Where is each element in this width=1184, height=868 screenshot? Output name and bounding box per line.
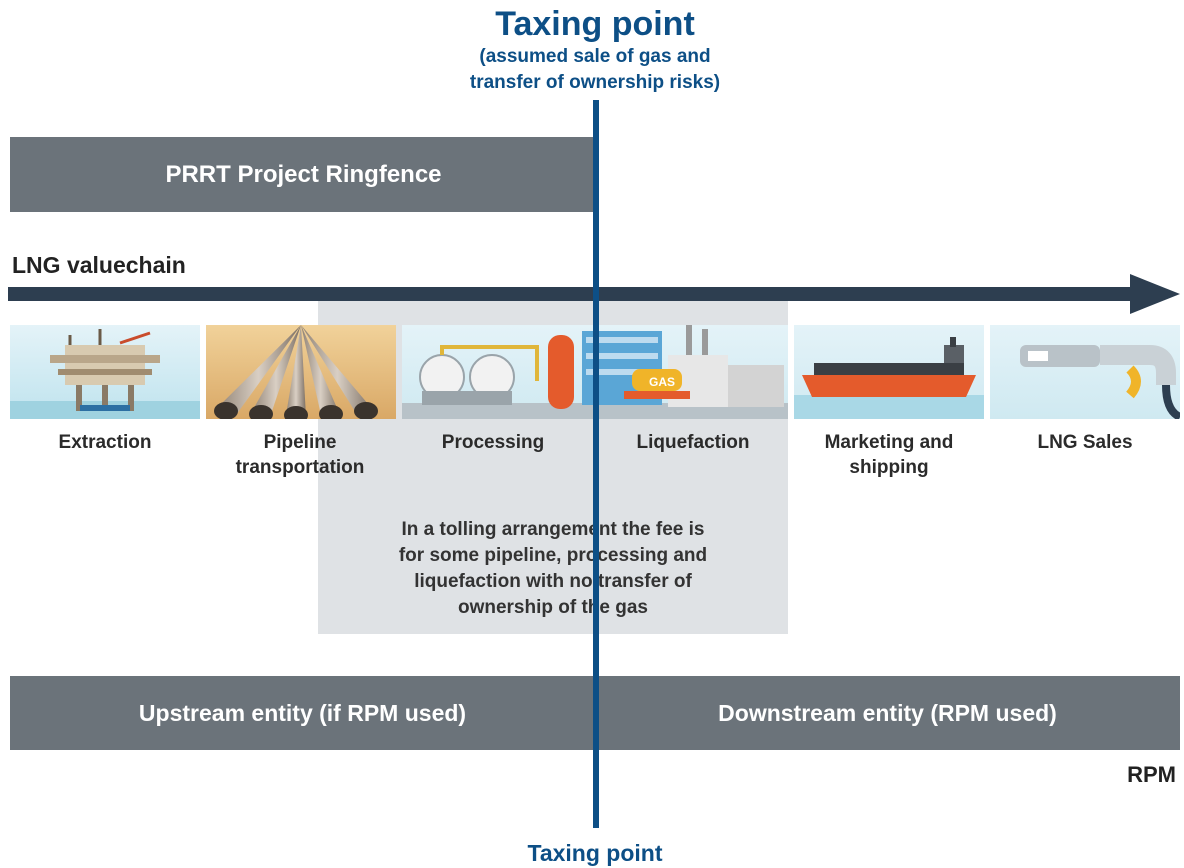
taxing-point-bottom-label: Taxing point [527,840,663,866]
stage-label-shipping-line2: shipping [849,457,929,478]
stage-label-shipping: Marketing and shipping [794,430,984,480]
stage-label-processing-line1: Processing [441,432,545,453]
pipeline-panel [206,325,396,419]
shipping-panel [794,325,984,419]
lng-ship-icon [794,325,984,419]
fuel-nozzle-icon [990,325,1180,419]
tolling-text-line3: liquefaction with no transfer of [414,571,692,592]
valuechain-arrow [8,274,1180,314]
stage-label-pipeline: Pipeline transportation [200,430,400,480]
stage-label-shipping-line1: Marketing and [824,432,954,453]
stage-label-liquefaction: Liquefaction [598,430,788,455]
offshore-platform-icon [10,325,200,419]
valuechain-label: LNG valuechain [12,252,186,278]
stage-label-pipeline-line1: Pipeline [263,432,337,453]
tolling-text-line4: ownership of the gas [457,597,649,618]
upstream-entity-label: Upstream entity (if RPM used) [138,700,467,726]
ringfence-label: PRRT Project Ringfence [165,161,442,188]
rpm-label: RPM [1127,762,1176,787]
pipeline-icon [206,325,396,419]
tolling-text-line2: for some pipeline, processing and [398,545,708,566]
stage-label-sales-line1: LNG Sales [1037,432,1133,453]
ringfence-bar [10,137,597,212]
stage-label-processing: Processing [398,430,588,455]
tolling-text: In a tolling arrangement the fee is for … [278,517,828,621]
taxing-point-title: Taxing point [495,5,695,43]
extraction-panel [10,325,200,419]
stage-label-extraction: Extraction [10,430,200,455]
taxing-point-subtitle-line1: (assumed sale of gas and [479,46,711,67]
gas-tank-label: GAS [648,375,675,389]
stage-label-sales: LNG Sales [990,430,1180,455]
downstream-entity-label: Downstream entity (RPM used) [718,700,1057,726]
taxing-point-line [593,100,599,828]
taxing-point-subtitle-line2: transfer of ownership risks) [469,72,721,93]
sales-panel [990,325,1180,419]
taxing-point-subtitle: (assumed sale of gas and transfer of own… [0,44,1184,96]
tolling-text-line1: In a tolling arrangement the fee is [401,519,705,540]
stage-label-extraction-line1: Extraction [58,432,152,453]
stage-label-pipeline-line2: transportation [235,457,365,478]
stage-label-liquefaction-line1: Liquefaction [636,432,750,453]
